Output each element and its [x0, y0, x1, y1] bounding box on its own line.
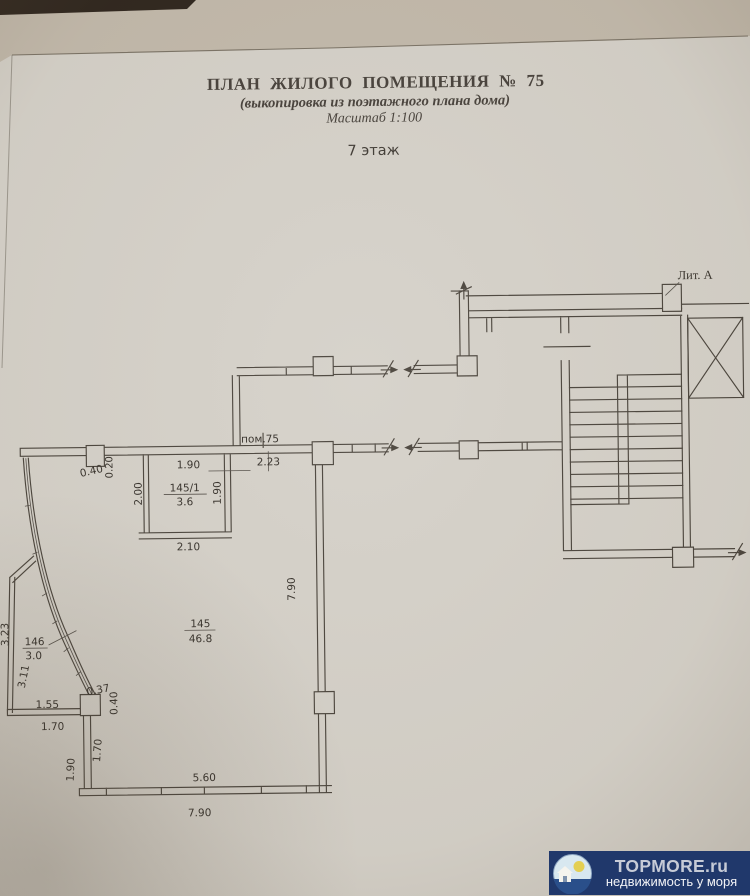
watermark-banner: TOPMORE.ru недвижимость у моря	[549, 851, 750, 895]
watermark-tagline: недвижимость у моря	[605, 874, 738, 890]
watermark-text: TOPMORE.ru недвижимость у моря	[593, 857, 750, 889]
topmore-logo-icon	[553, 853, 592, 894]
watermark-site: TOPMORE.ru	[614, 855, 729, 876]
